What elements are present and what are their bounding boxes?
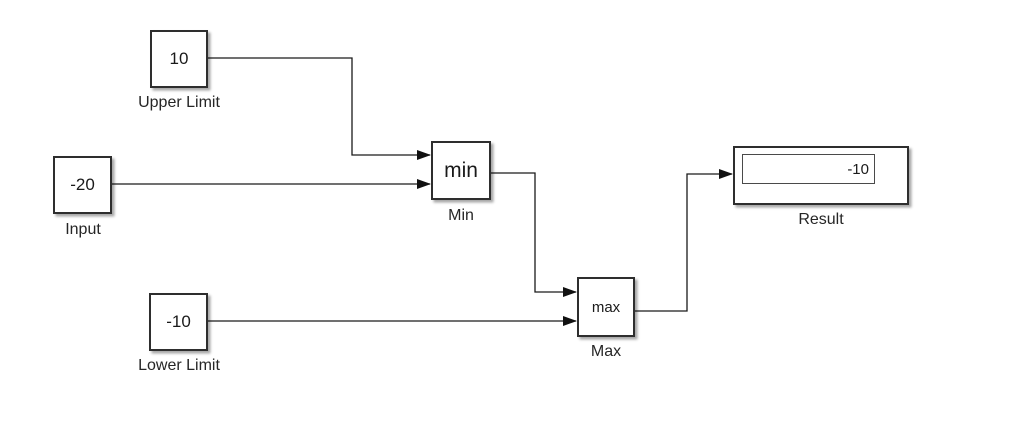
block-label-min: Min: [448, 207, 474, 224]
display-block-result[interactable]: -10: [733, 146, 909, 205]
wire-min-to-max[interactable]: [491, 172, 577, 297]
block-label-max: Max: [590, 343, 622, 360]
max-block-text: max: [591, 298, 621, 316]
constant-block-lower-limit[interactable]: -10: [149, 293, 208, 351]
min-block-text: min: [444, 158, 478, 182]
min-block[interactable]: min: [431, 141, 491, 200]
constant-value: 10: [169, 49, 189, 68]
constant-block-upper-limit[interactable]: 10: [150, 30, 208, 88]
wire-max-to-result[interactable]: [635, 169, 733, 312]
constant-value: -10: [166, 312, 191, 331]
constant-value: -20: [70, 175, 95, 194]
block-label-upper-limit: Upper Limit: [138, 94, 220, 111]
display-value: -10: [847, 160, 869, 178]
max-block[interactable]: max: [577, 277, 635, 337]
constant-block-input[interactable]: -20: [53, 156, 112, 214]
block-label-input: Input: [65, 221, 101, 238]
wire-upper-limit-to-min[interactable]: [208, 57, 431, 160]
block-label-result: Result: [798, 211, 844, 228]
block-label-lower-limit: Lower Limit: [138, 357, 220, 374]
display-readout: -10: [742, 154, 875, 184]
